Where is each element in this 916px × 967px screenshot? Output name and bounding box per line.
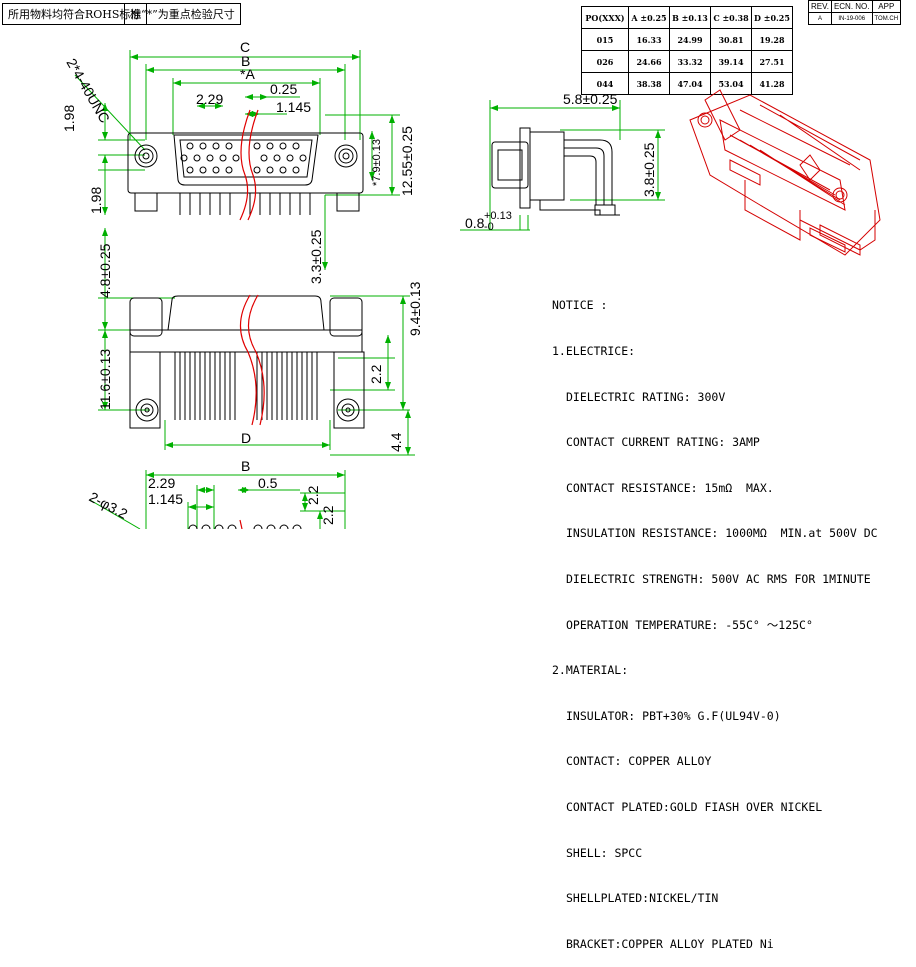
dim-5-8: 5.8±0.25	[563, 91, 618, 107]
connector-drawing: C B *A 0.25 2.29 1.145 2*4-40UNC 1.98 1.…	[61, 39, 881, 529]
dim-hole-diameter: 2-φ3.2	[87, 489, 131, 522]
dim-0-8: 0.8	[465, 215, 485, 231]
dim-a: *A	[240, 66, 255, 82]
dim-4-8: 4.8±0.25	[97, 243, 113, 298]
dim-12-55: 12.55±0.25	[399, 126, 415, 196]
notice-block: NOTICE : 1.ELECTRICE: DIELECTRIC RATING:…	[552, 268, 878, 967]
spec-line: BRACKET:COPPER ALLOY PLATED Ni	[566, 936, 774, 951]
dim-2-29: 2.29	[196, 91, 223, 107]
section-heading: 1.ELECTRICE:	[552, 344, 636, 358]
notice-title: NOTICE :	[552, 298, 608, 313]
dim-9-4: 9.4±0.13	[407, 281, 423, 336]
table-cell: A	[808, 12, 832, 25]
spec-line: CONTACT RESISTANCE: 15mΩ MAX.	[566, 480, 774, 495]
spec-line: CONTACT CURRENT RATING: 3AMP	[566, 435, 760, 450]
spec-line: OPERATION TEMPERATURE: -55C° ～125C°	[566, 617, 813, 632]
dim-1-98-top: 1.98	[61, 105, 77, 132]
dim-11-6: 11.6±0.13	[97, 349, 113, 410]
bottom-view: B 2.29 0.5 1.145 2.2 2.2 2-φ3.2	[87, 458, 346, 529]
dim-b: B	[241, 53, 250, 69]
dim-0-5: 0.5	[258, 475, 278, 491]
dim-d: D	[241, 430, 251, 446]
table-row: 044 38.38 47.04 53.04 41.28	[581, 72, 793, 95]
table-row: 015 16.33 24.99 30.81 19.28	[581, 28, 793, 51]
dim-2-2-bottom-a: 2.2	[305, 485, 321, 505]
spec-line: DIELECTRIC RATING: 300V	[566, 389, 726, 404]
dim-1-98-bottom: 1.98	[88, 187, 104, 214]
top-view: C B *A 0.25 2.29 1.145 2*4-40UNC 1.98 1.…	[61, 39, 415, 284]
isometric-view	[689, 89, 881, 256]
dim-2-29-bottom: 2.29	[148, 475, 175, 491]
key-dimension-note: 标“*”为重点检验尺寸	[124, 3, 241, 25]
side-view: 5.8±0.25 3.8±0.25 0.8 +0.13 -0	[460, 91, 665, 233]
spec-line: SHELLPLATED:NICKEL/TIN	[566, 891, 719, 906]
rohs-note: 所用物料均符合ROHS标准	[2, 3, 148, 25]
po-dimension-table: PO(XXX) A ±0.25 B ±0.13 C ±0.38 D ±0.25 …	[581, 6, 793, 95]
dim-1-145-bottom: 1.145	[148, 491, 183, 507]
spec-line: INSULATOR: PBT+30% G.F(UL94V-0)	[566, 708, 781, 723]
dim-0-8-tol: +0.13	[484, 210, 512, 222]
dim-7-9: *7.9±0.13	[371, 139, 383, 186]
dim-3-8: 3.8±0.25	[641, 142, 657, 197]
dim-c: C	[240, 39, 250, 55]
section-heading: 2.MATERIAL:	[552, 663, 629, 678]
table-header-cell: REV.	[808, 0, 832, 13]
dim-2-2: 2.2	[368, 364, 384, 384]
dim-1-145: 1.145	[276, 99, 311, 115]
front-view: 4.8±0.25 9.4±0.13 11.6±0.13 2.2 4.4 D	[97, 228, 423, 456]
dim-3-3: 3.3±0.25	[308, 229, 324, 284]
dim-2-2-bottom-b: 2.2	[320, 505, 336, 525]
spec-line: CONTACT: COPPER ALLOY	[566, 754, 712, 769]
revision-table: REV. ECN. NO. APP A IN-19-006 TOM.CH	[808, 0, 902, 25]
dim-b-bottom: B	[241, 458, 250, 474]
table-cell: IN-19-006	[830, 12, 873, 25]
table-row: A IN-19-006 TOM.CH	[808, 12, 902, 25]
dim-0-8-tol-low: -0	[484, 221, 494, 233]
spec-line: SHELL: SPCC	[566, 845, 643, 860]
dim-4-4: 4.4	[388, 432, 404, 452]
table-cell: 41.28	[751, 72, 793, 95]
dim-0-25: 0.25	[270, 81, 297, 97]
table-cell: TOM.CH	[871, 12, 902, 25]
spec-line: DIELECTRIC STRENGTH: 500V AC RMS FOR 1MI…	[566, 571, 871, 586]
spec-line: CONTACT PLATED:GOLD FIASH OVER NICKEL	[566, 799, 823, 814]
